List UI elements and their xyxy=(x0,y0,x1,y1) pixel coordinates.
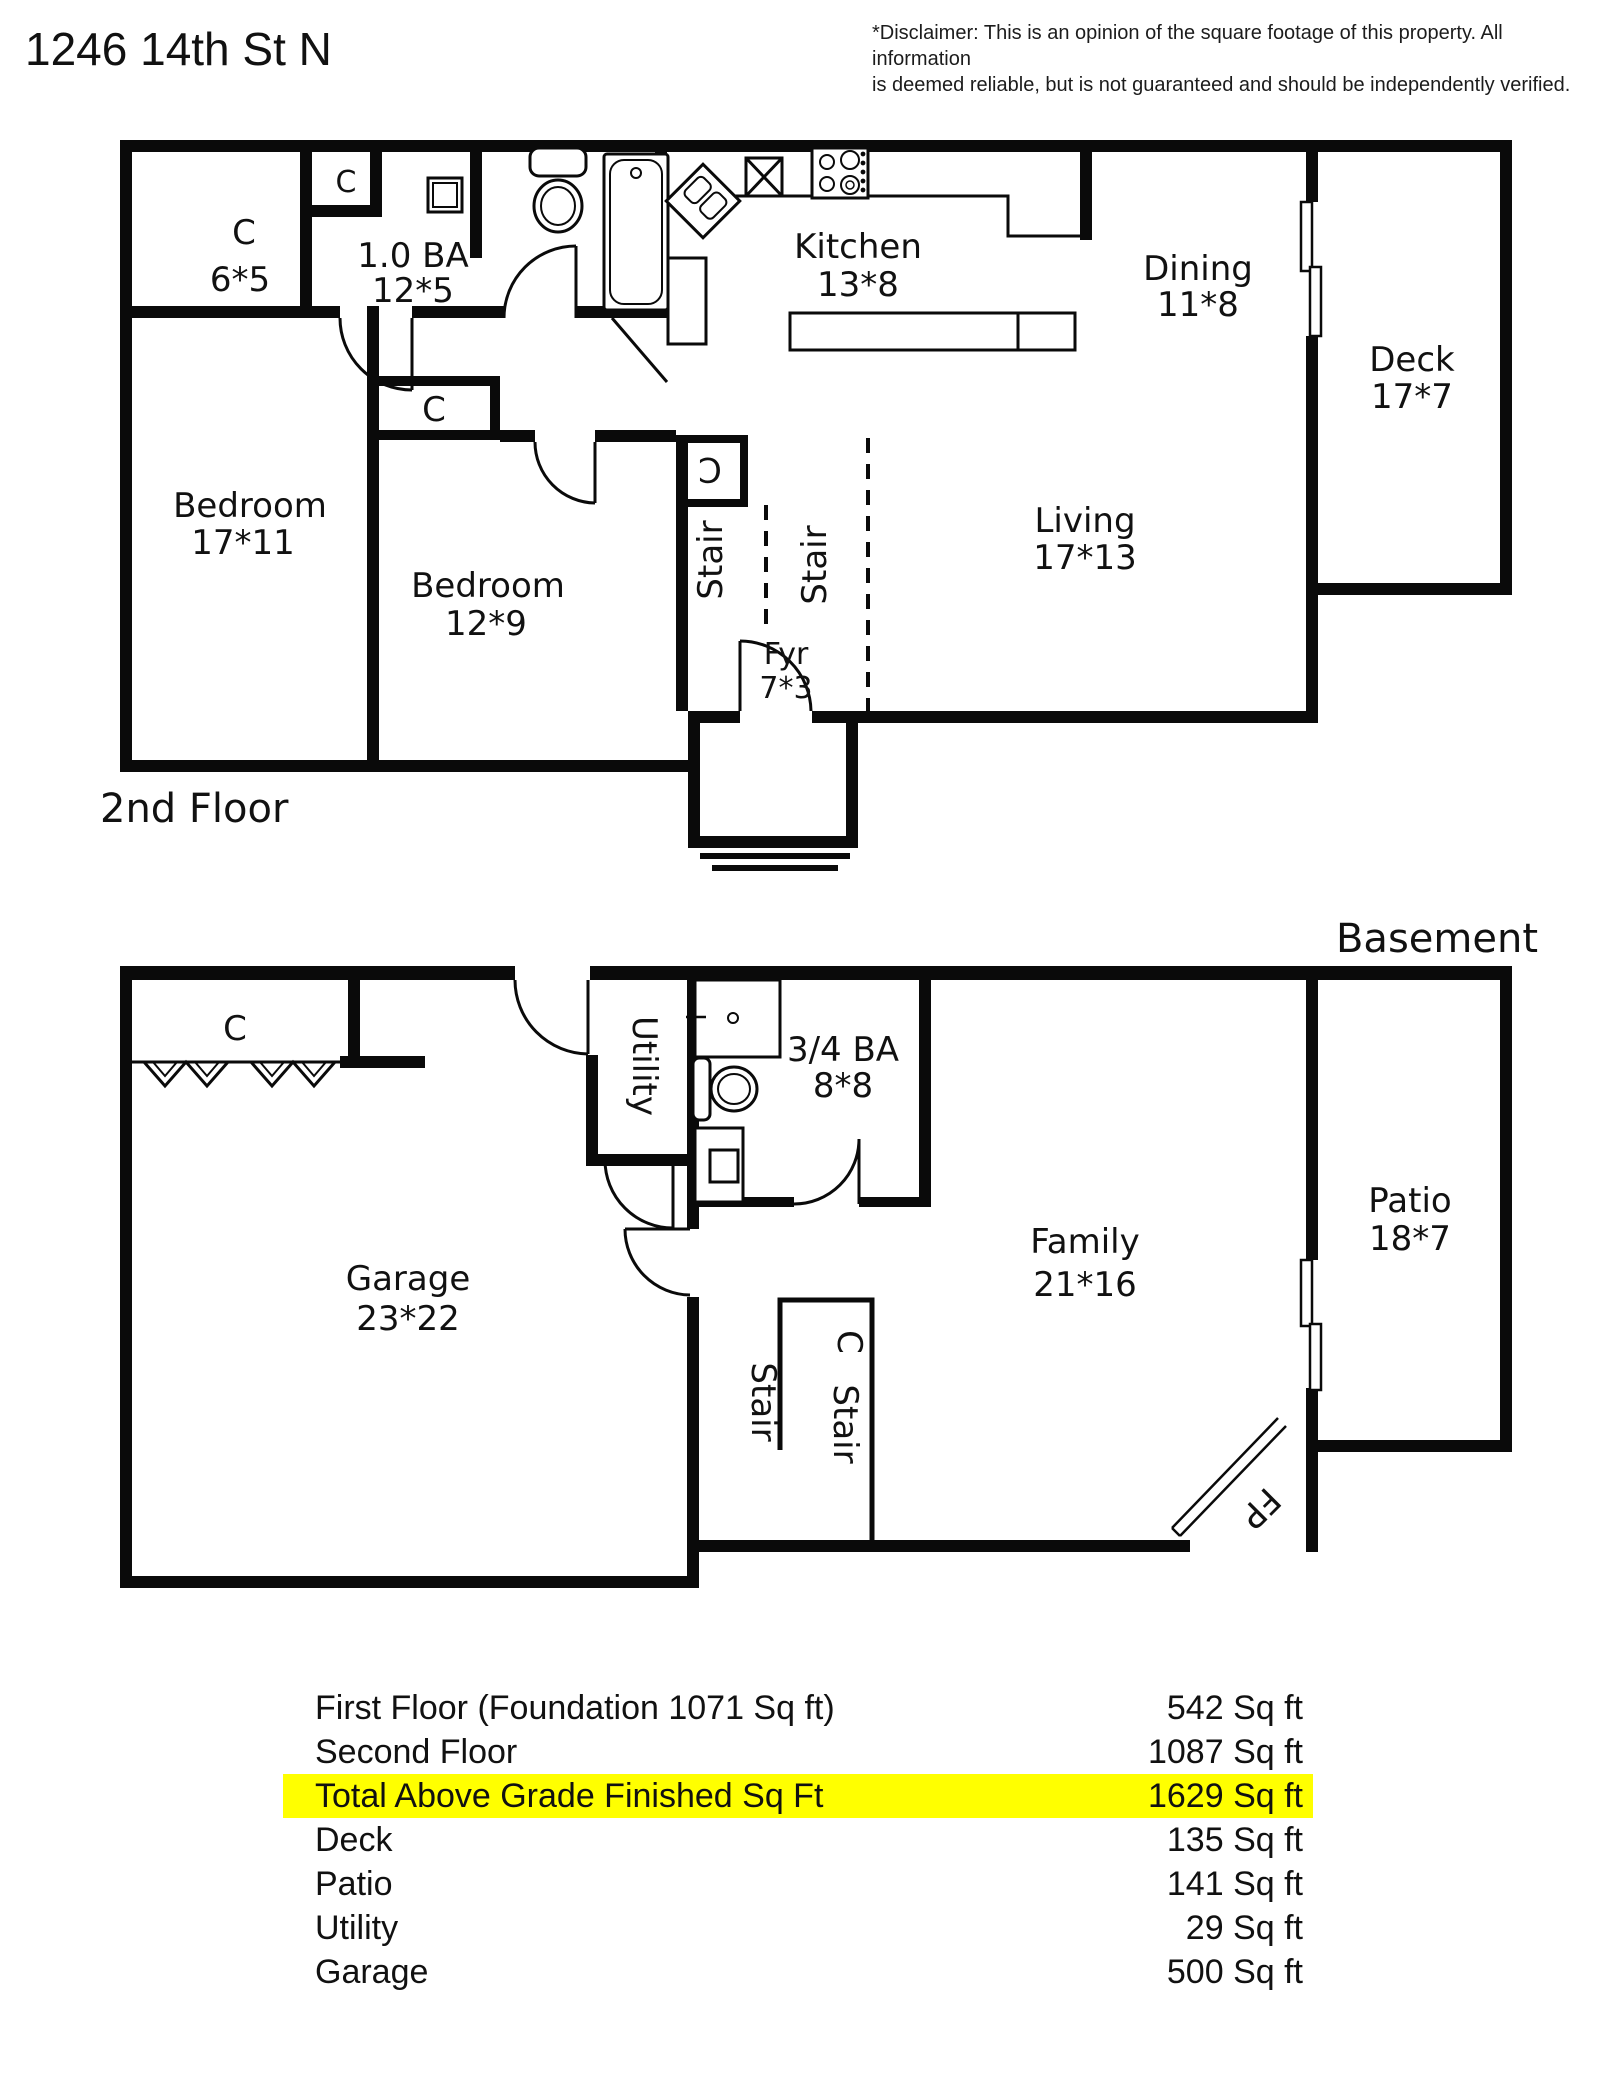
basement-bath-door xyxy=(793,1138,861,1206)
bedroom-small-door xyxy=(533,441,597,505)
shower-icon xyxy=(693,1126,745,1204)
room-label-basement-bath: 3/4 BA xyxy=(787,1030,899,1070)
room-label-deck: Deck xyxy=(1369,340,1455,380)
room-dims-dining: 11*8 xyxy=(1157,285,1239,325)
room-label-closet-stair: C xyxy=(698,449,722,489)
room-label-closet-nw: C xyxy=(232,213,256,253)
table-row: Garage 500 Sq ft xyxy=(283,1950,1313,1994)
toilet-icon xyxy=(528,146,588,234)
room-dims-patio: 18*7 xyxy=(1369,1219,1451,1259)
bedroom-large-door xyxy=(338,317,414,392)
corner-sink-icon xyxy=(664,162,742,240)
room-label-foyer: Fyr xyxy=(764,637,809,672)
row-value: 500 Sq ft xyxy=(1166,1953,1303,1991)
room-dims-living: 17*13 xyxy=(1033,538,1137,578)
room-dims-bedroom-small: 12*9 xyxy=(445,604,527,644)
dishwasher-icon xyxy=(744,156,784,198)
fireplace xyxy=(1171,1417,1287,1537)
row-label: Utility xyxy=(315,1909,399,1947)
table-row: Deck 135 Sq ft xyxy=(283,1818,1313,1862)
row-value: 135 Sq ft xyxy=(1166,1821,1303,1859)
basement-walls xyxy=(120,966,1512,1588)
room-label-patio: Patio xyxy=(1368,1181,1451,1221)
room-label-kitchen: Kitchen xyxy=(794,227,922,267)
row-label: Garage xyxy=(315,1953,429,1991)
row-label: Deck xyxy=(315,1821,393,1859)
room-label-basement-stair-closet: C xyxy=(829,1330,869,1354)
room-dims-deck: 17*7 xyxy=(1371,377,1453,417)
bath-door xyxy=(502,244,578,319)
second-floor-walls xyxy=(120,140,1512,848)
sliding-door-patio xyxy=(1299,1258,1323,1392)
disclaimer-line-1: *Disclaimer: This is an opinion of the s… xyxy=(872,22,1503,70)
room-dims-garage: 23*22 xyxy=(356,1299,460,1339)
basement-bath-sink-icon xyxy=(686,978,782,1059)
second-floor-label: 2nd Floor xyxy=(100,786,289,832)
room-dims-foyer: 7*3 xyxy=(759,671,812,706)
basement-stair-box xyxy=(777,1297,875,1543)
room-label-garage: Garage xyxy=(346,1259,471,1299)
entry-door xyxy=(738,639,813,712)
room-label-stair-upper: Stair xyxy=(691,520,731,599)
basement-plan: Basement xyxy=(120,916,1538,1588)
stair-dashed-lines xyxy=(764,438,870,711)
sliding-door-deck xyxy=(1299,200,1323,338)
room-label-closet-bath: C xyxy=(336,165,357,200)
room-label-living: Living xyxy=(1034,501,1135,541)
room-dims-bedroom-large: 17*11 xyxy=(191,523,295,563)
row-value: 29 Sq ft xyxy=(1185,1909,1303,1947)
stove-icon xyxy=(810,146,870,200)
table-row: Utility 29 Sq ft xyxy=(283,1906,1313,1950)
sqft-summary-table: First Floor (Foundation 1071 Sq ft) 542 … xyxy=(283,1686,1313,1994)
bathtub-icon xyxy=(602,152,670,312)
row-value: 141 Sq ft xyxy=(1166,1865,1303,1903)
table-row: Patio 141 Sq ft xyxy=(283,1862,1313,1906)
entry-steps xyxy=(700,853,850,871)
room-label-utility: Utility xyxy=(624,1016,664,1116)
row-value: 542 Sq ft xyxy=(1166,1689,1303,1727)
disclaimer-line-2: is deemed reliable, but is not guarantee… xyxy=(872,74,1571,96)
row-label: First Floor (Foundation 1071 Sq ft) xyxy=(315,1689,835,1727)
room-dims-family: 21*16 xyxy=(1033,1265,1137,1305)
room-label-bedroom-small: Bedroom xyxy=(411,566,565,606)
page-title: 1246 14th St N xyxy=(25,23,332,75)
garage-hall-door xyxy=(623,1227,691,1297)
row-label: Second Floor xyxy=(315,1733,518,1771)
room-label-bedroom-large: Bedroom xyxy=(173,486,327,526)
disclaimer: *Disclaimer: This is an opinion of the s… xyxy=(872,20,1572,98)
room-dims-basement-bath: 8*8 xyxy=(813,1066,873,1106)
room-label-closet-hall: C xyxy=(422,390,446,430)
basement-label: Basement xyxy=(1336,916,1538,962)
table-row: First Floor (Foundation 1071 Sq ft) 542 … xyxy=(283,1686,1313,1730)
table-row-total-highlighted: Total Above Grade Finished Sq Ft 1629 Sq… xyxy=(283,1774,1313,1818)
room-label-bath: 1.0 BA xyxy=(357,236,468,276)
second-floor-plan: C 6*5 C 1.0 BA 12*5 Kitchen 13*8 Dining … xyxy=(100,140,1512,871)
bath-sink-icon xyxy=(426,176,464,214)
closet-rod-zigzag xyxy=(128,1059,340,1089)
room-label-dining: Dining xyxy=(1143,249,1253,289)
row-label: Patio xyxy=(315,1865,393,1903)
room-label-stair-hall: Stair xyxy=(743,1362,783,1441)
table-row: Second Floor 1087 Sq ft xyxy=(283,1730,1313,1774)
room-label-stair-box: Stair xyxy=(825,1384,865,1463)
room-dims-kitchen: 13*8 xyxy=(817,265,899,305)
row-value: 1629 Sq ft xyxy=(1147,1777,1303,1815)
row-label: Total Above Grade Finished Sq Ft xyxy=(315,1777,824,1815)
room-dims-bath: 12*5 xyxy=(372,271,454,311)
room-label-family: Family xyxy=(1030,1222,1139,1262)
room-label-fireplace: FP xyxy=(1231,1479,1288,1536)
room-dims-closet-nw: 6*5 xyxy=(210,260,270,300)
utility-door xyxy=(603,1159,675,1230)
room-label-stair-lower: Stair xyxy=(795,525,835,604)
basement-toilet-icon xyxy=(691,1056,759,1122)
row-value: 1087 Sq ft xyxy=(1147,1733,1303,1771)
utility-exterior-door xyxy=(513,979,590,1056)
room-label-basement-closet: C xyxy=(223,1009,247,1049)
